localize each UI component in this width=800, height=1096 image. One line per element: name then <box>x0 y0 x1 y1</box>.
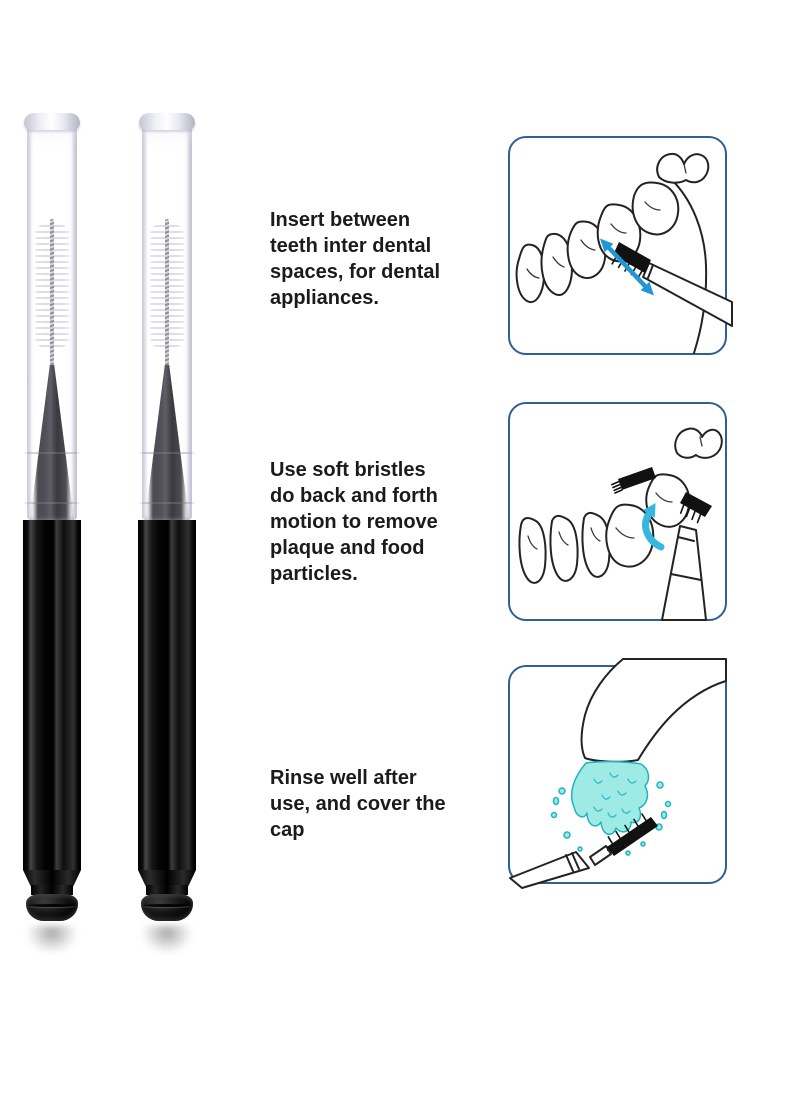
brush-end-collar <box>146 885 188 895</box>
brush-clear-cap <box>24 113 80 520</box>
brush-handle-taper <box>23 870 81 886</box>
back-and-forth-motion-illustration <box>518 427 723 621</box>
teeth-row-icon <box>515 152 710 304</box>
text-line: spaces, for dental <box>270 261 441 283</box>
droplet-icon <box>577 846 583 852</box>
droplet-icon <box>563 831 571 839</box>
droplet-icon <box>625 850 631 856</box>
text-line: cap <box>270 819 305 841</box>
text-line: plaque and food <box>270 537 425 559</box>
text-line: do back and forth <box>270 485 438 507</box>
droplet-icon <box>558 787 566 795</box>
text-line: appliances. <box>270 287 379 309</box>
brush-end-knob <box>141 894 193 921</box>
droplet-icon <box>660 810 668 820</box>
instruction-step-3-panel <box>508 658 727 889</box>
brush-handle <box>138 520 196 870</box>
droplet-icon <box>640 841 646 847</box>
brush-head-icon <box>611 467 712 524</box>
cap-ring <box>139 502 195 504</box>
cap-ring <box>24 502 80 504</box>
brush-handle <box>23 520 81 870</box>
brush-reflection <box>142 925 192 953</box>
interdental-brush-left <box>21 113 83 973</box>
rinsed-brush-icon <box>509 813 658 889</box>
droplet-icon <box>664 800 672 808</box>
droplet-icon <box>550 811 558 819</box>
droplet-icon <box>656 781 664 789</box>
brush-reflection <box>27 925 77 953</box>
insert-between-teeth-illustration <box>515 152 733 354</box>
instruction-step-2-panel <box>508 402 727 621</box>
text-line: particles. <box>270 563 358 585</box>
text-line: Insert between <box>270 209 411 231</box>
brush-clear-cap <box>139 113 195 520</box>
text-line: use, and cover the <box>270 793 446 815</box>
text-line: motion to remove <box>270 511 438 533</box>
rinse-under-water-illustration <box>509 658 727 889</box>
rotate-arrow-icon <box>642 503 665 551</box>
cap-ring <box>24 452 80 454</box>
brush-end-knob <box>26 894 78 921</box>
cheek-line <box>669 177 708 354</box>
cap-ring <box>139 452 195 454</box>
faucet-icon <box>580 658 727 763</box>
water-spray-icon <box>550 760 672 856</box>
brush-handle-taper <box>138 870 196 886</box>
text-line: teeth inter dental <box>270 235 432 257</box>
interdental-brush-right <box>136 113 198 973</box>
brush-end-collar <box>31 885 73 895</box>
brush-handle-icon <box>642 262 733 327</box>
brush-handle-icon <box>661 525 707 621</box>
text-line: Rinse well after <box>270 767 417 789</box>
instruction-step-3-text: Rinse well after use, and cover the cap <box>270 765 446 843</box>
brush-handle-icon <box>509 851 590 889</box>
droplet-icon <box>552 796 560 806</box>
double-arrow-icon <box>600 238 654 296</box>
text-line: Use soft bristles <box>270 459 426 481</box>
instruction-step-1-panel <box>508 136 733 355</box>
instruction-step-1-text: Insert between teeth inter dental spaces… <box>270 207 440 311</box>
instruction-step-2-text: Use soft bristles do back and forth moti… <box>270 457 438 587</box>
